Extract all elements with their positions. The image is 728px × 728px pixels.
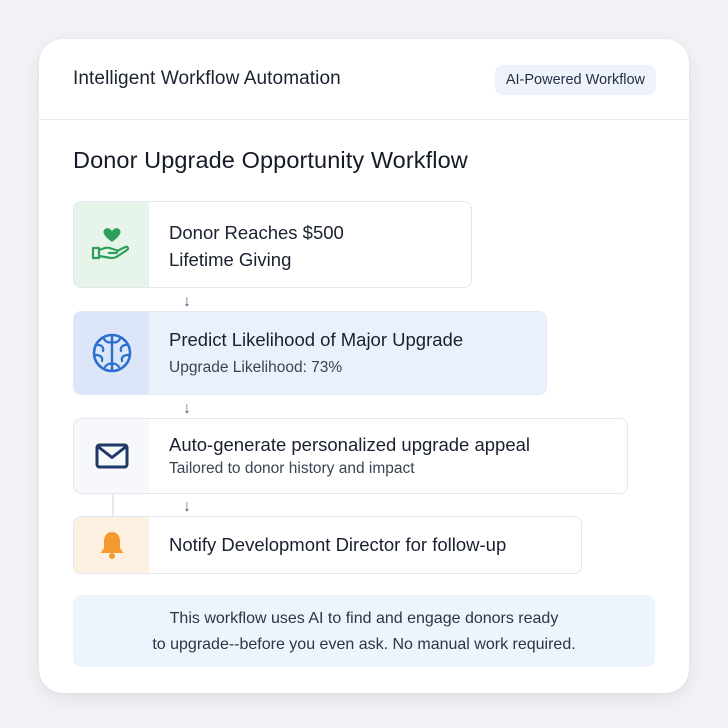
workflow-card: Intelligent Workflow Automation AI-Power…	[39, 39, 689, 693]
bell-icon	[74, 517, 149, 573]
workflow-title: Donor Upgrade Opportunity Workflow	[73, 147, 468, 173]
step-title: Notify Developmont Director for follow-u…	[169, 534, 507, 555]
workflow-connector-line	[112, 429, 114, 559]
step-text: Predict Likelihood of Major Upgrade Upgr…	[169, 326, 463, 377]
card-header: Intelligent Workflow Automation AI-Power…	[39, 39, 689, 120]
step-title: Auto-generate personalized upgrade appea…	[169, 434, 531, 455]
step-title-line2: Lifetime Giving	[169, 249, 292, 270]
workflow-step-trigger[interactable]: Donor Reaches $500 Lifetime Giving	[73, 201, 472, 288]
brain-icon	[74, 312, 149, 394]
note-line2: to upgrade--before you even ask. No manu…	[152, 636, 576, 653]
workflow-step-notify[interactable]: Notify Developmont Director for follow-u…	[73, 516, 582, 574]
step-subtitle: Tailored to donor history and impact	[169, 460, 415, 477]
workflow-step-predict[interactable]: Predict Likelihood of Major Upgrade Upgr…	[73, 311, 547, 395]
workflow-description-note: This workflow uses AI to find and engage…	[73, 595, 655, 667]
step-text: Donor Reaches $500 Lifetime Giving	[169, 219, 344, 273]
note-line1: This workflow uses AI to find and engage…	[169, 610, 559, 627]
down-arrow-icon: ↓	[183, 400, 191, 417]
step-text: Auto-generate personalized upgrade appea…	[169, 431, 530, 478]
header-title: Intelligent Workflow Automation	[73, 68, 341, 89]
down-arrow-icon: ↓	[183, 498, 191, 515]
ai-powered-badge: AI-Powered Workflow	[494, 65, 656, 95]
heart-hand-icon	[74, 202, 149, 287]
envelope-icon	[74, 419, 149, 493]
upgrade-likelihood-label: Upgrade Likelihood: 73%	[169, 359, 343, 376]
workflow-step-appeal[interactable]: Auto-generate personalized upgrade appea…	[73, 418, 628, 494]
step-text: Notify Developmont Director for follow-u…	[169, 531, 506, 558]
step-title-line1: Donor Reaches $500	[169, 222, 344, 243]
down-arrow-icon: ↓	[183, 293, 191, 310]
step-title: Predict Likelihood of Major Upgrade	[169, 329, 464, 350]
